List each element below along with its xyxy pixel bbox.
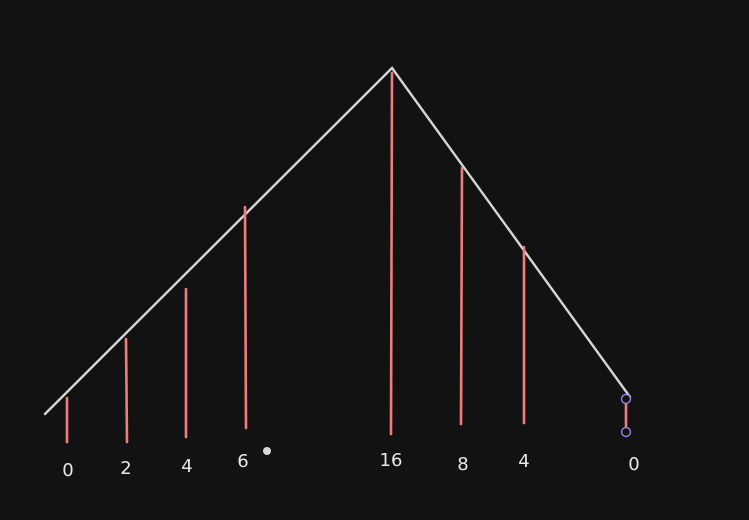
label-0-right: 0 <box>628 454 639 475</box>
selection-handle-top[interactable] <box>620 393 632 405</box>
label-0: 0 <box>62 460 73 481</box>
small-dot <box>263 447 271 455</box>
label-4-right: 4 <box>518 451 529 472</box>
bar-2[interactable] <box>124 337 129 444</box>
ridge-line[interactable] <box>43 66 632 416</box>
bar-6[interactable] <box>243 205 248 430</box>
label-6: 6 <box>237 451 248 472</box>
label-4: 4 <box>181 456 192 477</box>
label-8: 8 <box>457 454 468 475</box>
label-16: 16 <box>380 450 403 471</box>
label-2: 2 <box>120 458 131 479</box>
bar-16[interactable] <box>389 71 394 436</box>
selection-handle-bottom[interactable] <box>620 426 632 438</box>
bar-8[interactable] <box>459 166 464 426</box>
